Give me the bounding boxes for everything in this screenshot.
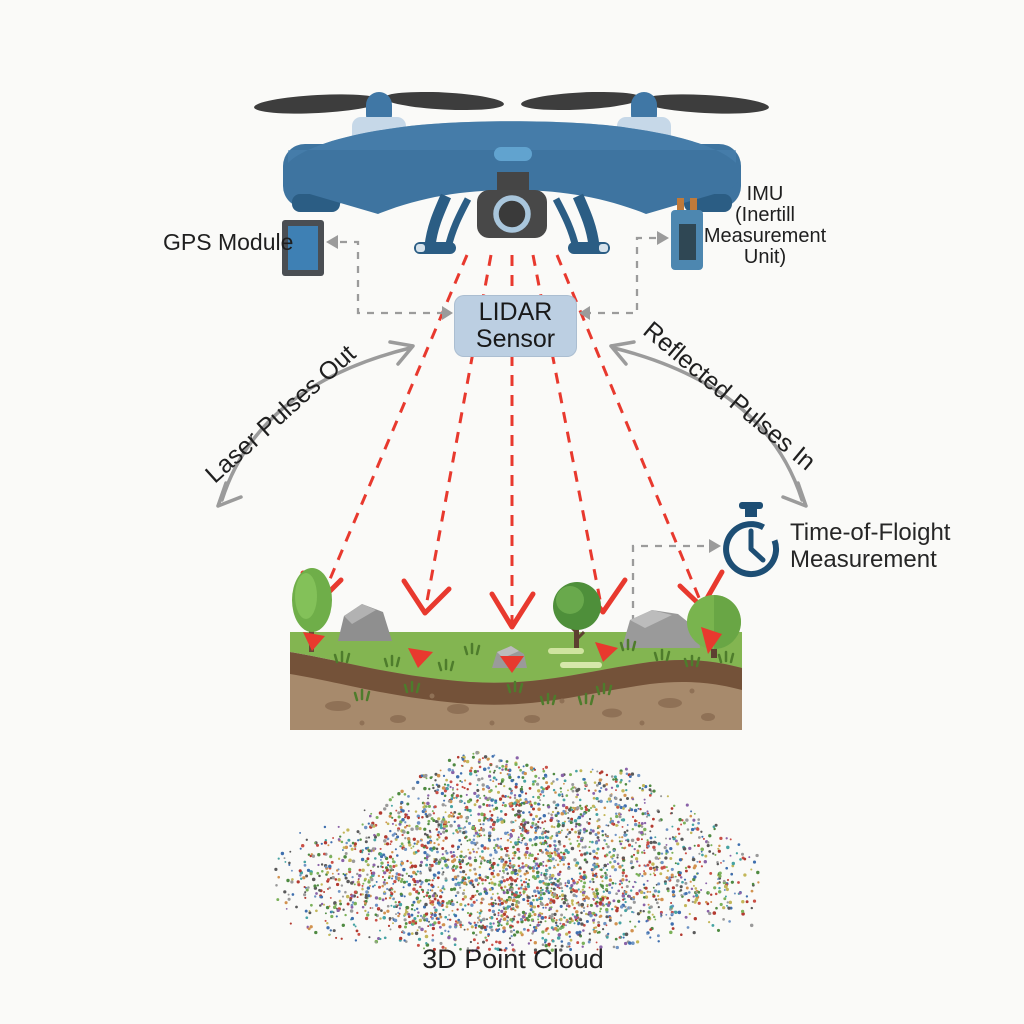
lidar-sensor-label-line1: LIDAR <box>478 298 553 326</box>
ground-return-markers <box>303 627 722 673</box>
terrain-topsoil-band <box>290 652 742 705</box>
connector-gps-to-lidar <box>326 235 453 320</box>
point-cloud-label: 3D Point Cloud <box>422 944 604 974</box>
gps-device-icon <box>282 220 324 276</box>
curved-arrow-reflected-in <box>609 340 808 508</box>
rock <box>338 604 392 641</box>
stopwatch-icon <box>723 502 780 578</box>
connector-ground-to-stopwatch <box>631 539 721 622</box>
imu-label-line2: (Inertill <box>734 204 795 226</box>
time-of-flight-label: Time-of-Floight Measurement <box>790 519 950 573</box>
curved-arrow-laser-out <box>216 340 415 508</box>
drone-leg-left <box>414 193 472 254</box>
tree <box>292 568 332 652</box>
imu-label: IMU (Inertill Measurement Unit) <box>698 184 832 268</box>
point-cloud <box>274 750 760 955</box>
drone-body <box>283 121 741 214</box>
field-mark <box>548 648 584 654</box>
drone-leg-right <box>552 193 610 254</box>
imu-label-line3: Measurement <box>703 225 827 247</box>
connector-imu-to-lidar <box>579 231 669 320</box>
gps-module-label: GPS Module <box>163 229 294 255</box>
laser-beam <box>320 254 469 599</box>
laser-beam <box>555 254 704 606</box>
tree <box>553 582 601 652</box>
terrain-illustration <box>290 568 742 730</box>
imu-label-line1: IMU <box>746 183 784 205</box>
time-of-flight-label-line2: Measurement <box>790 546 937 573</box>
drone-camera-gimbal <box>477 172 547 238</box>
lidar-sensor-box: LIDAR Sensor <box>454 295 577 357</box>
rock <box>622 610 700 648</box>
soil-pebbles <box>325 688 715 726</box>
imu-chip-icon <box>671 198 703 270</box>
imu-label-line4: Unit) <box>743 246 787 268</box>
quadcopter-drone-icon <box>254 91 769 254</box>
time-of-flight-label-line1: Time-of-Floight <box>790 519 951 546</box>
field-mark <box>560 662 602 668</box>
lidar-sensor-label-line2: Sensor <box>475 325 556 353</box>
